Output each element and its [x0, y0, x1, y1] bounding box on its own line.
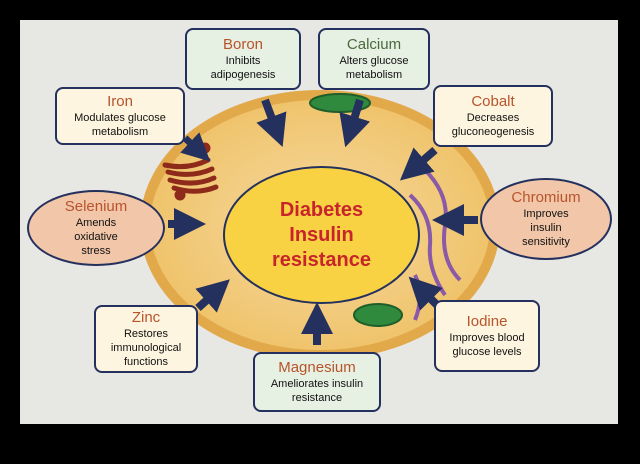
selenium-title: Selenium [64, 198, 128, 215]
iodine-desc-2: glucose levels [452, 346, 522, 358]
node-iodine: Iodine Improves blood glucose levels [434, 300, 540, 372]
node-magnesium: Magnesium Ameliorates insulin resistance [253, 352, 381, 412]
iodine-title: Iodine [466, 313, 508, 330]
boron-desc-2: adipogenesis [210, 69, 276, 81]
node-chromium: Chromium Improves insulin sensitivity [480, 178, 612, 260]
zinc-title: Zinc [131, 309, 161, 326]
boron-desc-1: Inhibits [225, 55, 261, 67]
center-line-3: resistance [272, 248, 371, 271]
chromium-desc-3: sensitivity [522, 236, 570, 248]
selenium-desc-1: Amends [75, 217, 117, 229]
node-zinc: Zinc Restores immunological functions [94, 305, 198, 373]
iron-desc-2: metabolism [91, 126, 149, 138]
arrow-calcium [339, 98, 371, 148]
mitochondrion-bottom [353, 303, 403, 327]
iron-desc-1: Modulates glucose [74, 112, 166, 124]
iodine-desc-1: Improves blood [449, 332, 525, 344]
node-cobalt: Cobalt Decreases gluconeogenesis [433, 85, 553, 147]
calcium-desc-2: metabolism [345, 69, 403, 81]
node-iron: Iron Modulates glucose metabolism [55, 87, 185, 145]
arrows [168, 98, 478, 345]
arrow-iron [180, 132, 211, 162]
zinc-desc-1: Restores [123, 328, 169, 340]
chromium-desc-2: insulin [530, 222, 562, 234]
arrow-zinc [195, 279, 230, 313]
arrow-cobalt [399, 146, 438, 181]
zinc-desc-2: immunological [110, 342, 182, 354]
diagram-canvas: Diabetes Insulin resistance Boron Inhibi… [20, 20, 618, 424]
node-boron: Boron Inhibits adipogenesis [185, 28, 301, 90]
chromium-desc-1: Improves [523, 208, 569, 220]
selenium-desc-2: oxidative [74, 231, 118, 243]
chromium-title: Chromium [511, 189, 581, 206]
magnesium-desc-1: Ameliorates insulin [270, 378, 364, 390]
cobalt-desc-1: Decreases [466, 112, 520, 124]
cobalt-title: Cobalt [471, 93, 515, 110]
calcium-title: Calcium [346, 36, 402, 53]
selenium-desc-3: stress [81, 245, 111, 257]
magnesium-desc-2: resistance [291, 392, 343, 404]
cobalt-desc-2: gluconeogenesis [451, 126, 535, 138]
zinc-desc-3: functions [123, 356, 169, 368]
golgi-organelle [162, 142, 219, 201]
node-calcium: Calcium Alters glucose metabolism [318, 28, 430, 90]
boron-title: Boron [222, 36, 264, 53]
node-selenium: Selenium Amends oxidative stress [27, 190, 165, 266]
magnesium-title: Magnesium [278, 359, 356, 376]
arrow-boron [256, 98, 287, 147]
central-condition: Diabetes Insulin resistance [223, 166, 420, 304]
center-line-2: Insulin [289, 223, 354, 246]
iron-title: Iron [107, 93, 133, 110]
calcium-desc-1: Alters glucose [339, 55, 409, 67]
center-line-1: Diabetes [279, 198, 364, 221]
